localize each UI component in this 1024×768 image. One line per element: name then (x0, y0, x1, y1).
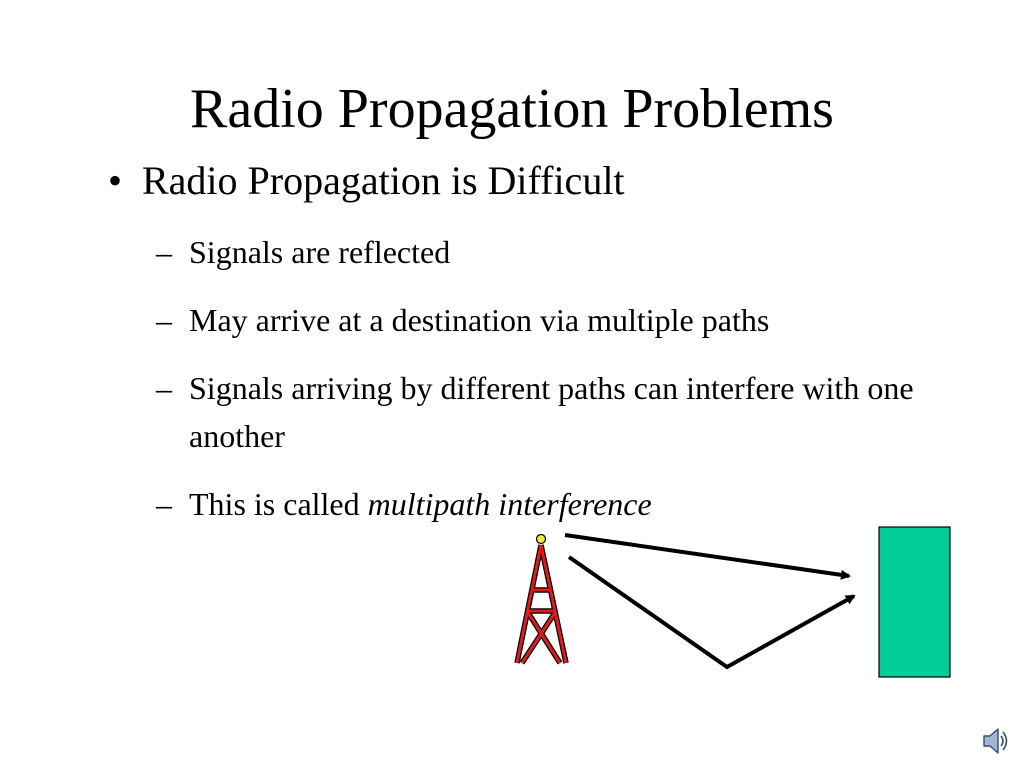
dash-marker: – (156, 302, 172, 338)
dash-marker: – (156, 234, 172, 270)
sub-bullet-item: – May arrive at a destination via multip… (156, 296, 956, 344)
sub-bullet-item: – Signals arriving by different paths ca… (156, 364, 956, 460)
dash-marker: – (156, 370, 172, 406)
speaker-icon[interactable] (982, 726, 1010, 756)
receiver-block (878, 526, 951, 678)
sub-bullet-text: May arrive at a destination via multiple… (189, 302, 770, 338)
bullet-text: Radio Propagation is Difficult (142, 158, 625, 203)
sub-bullet-text: Signals are reflected (189, 234, 451, 270)
tower-structure (515, 544, 568, 664)
bullet-marker: • (108, 158, 123, 203)
sub-bullet-item: – Signals are reflected (156, 228, 956, 276)
sub-bullet-list: – Signals are reflected – May arrive at … (156, 228, 956, 548)
sub-bullet-item: – This is called multipath interference (156, 480, 956, 528)
radio-tower-icon (514, 533, 569, 665)
dash-marker: – (156, 486, 172, 522)
sub-bullet-emphasis: multipath interference (367, 486, 652, 522)
sub-bullet-text: Signals arriving by different paths can … (189, 370, 914, 454)
slide-title: Radio Propagation Problems (190, 78, 834, 140)
reflected-path-arrow (567, 555, 856, 670)
sub-bullet-text: This is called (189, 486, 368, 522)
bullet-item: • Radio Propagation is Difficult (108, 157, 625, 205)
